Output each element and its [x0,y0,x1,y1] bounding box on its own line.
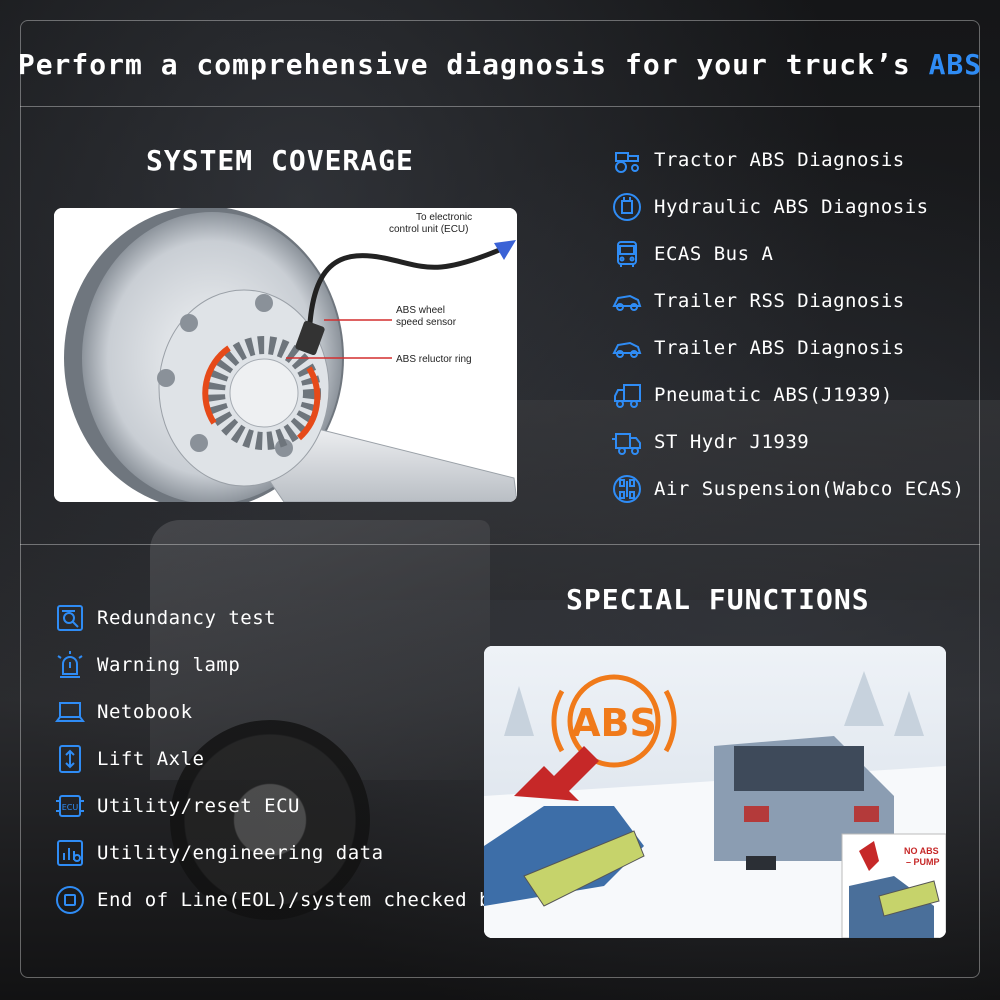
abs-warning-illustration: ABS NO ABS – PUMP [484,646,946,938]
redundancy-icon [55,603,85,633]
section-divider [20,544,980,545]
pneumatic-truck-icon [612,380,642,410]
coverage-item: ST Hydr J1939 [612,418,964,465]
content-frame [20,20,980,978]
ecu-icon: ECU [55,791,85,821]
function-item: End of Line(EOL)/system checked bit [55,876,515,923]
function-item: Utility/engineering data [55,829,515,876]
function-item: ECU Utility/reset ECU [55,782,515,829]
ecu-label-line2: control unit (ECU) [389,224,468,235]
ecu-label-line1: To electronic [416,212,472,223]
function-item: Redundancy test [55,594,515,641]
coverage-item: Trailer RSS Diagnosis [612,277,964,324]
function-item: Lift Axle [55,735,515,782]
system-coverage-title: SYSTEM COVERAGE [146,144,414,177]
special-functions-title: SPECIAL FUNCTIONS [566,583,870,616]
axle-icon [612,474,642,504]
warning-lamp-icon [55,650,85,680]
abs-warning-text: ABS [571,701,657,745]
title-accent: ABS [928,48,983,81]
ring-label: ABS reluctor ring [396,354,472,365]
header-divider [20,106,980,107]
coverage-item: Air Suspension(Wabco ECAS) [612,465,964,512]
coverage-item: Hydraulic ABS Diagnosis [612,183,964,230]
fast-truck-icon [612,427,642,457]
laptop-icon [55,697,85,727]
svg-text:ECU: ECU [62,803,79,812]
sensor-label-line2: speed sensor [396,317,457,328]
hydraulic-icon [612,192,642,222]
coverage-item: Tractor ABS Diagnosis [612,136,964,183]
page-title: Perform a comprehensive diagnosis for yo… [17,48,983,81]
background-truck-wheel [170,720,370,920]
system-coverage-list: Tractor ABS Diagnosis Hydraulic ABS Diag… [612,136,964,512]
function-item: Warning lamp [55,641,515,688]
coverage-item: Trailer ABS Diagnosis [612,324,964,371]
function-item: Netobook [55,688,515,735]
special-functions-list: Redundancy test Warning lamp Netobook Li… [55,594,515,923]
abs-sensor-diagram: To electronic control unit (ECU) ABS whe… [54,208,517,502]
bus-icon [612,239,642,269]
eol-icon [55,885,85,915]
no-abs-label-line2: – PUMP [906,857,940,867]
tractor-icon [612,145,642,175]
trailer-abs-icon [612,333,642,363]
data-icon [55,838,85,868]
coverage-item: Pneumatic ABS(J1939) [612,371,964,418]
no-abs-label-line1: NO ABS [904,846,939,856]
lift-axle-icon [55,744,85,774]
sensor-label-line1: ABS wheel [396,305,445,316]
coverage-item: ECAS Bus A [612,230,964,277]
trailer-rss-icon [612,286,642,316]
